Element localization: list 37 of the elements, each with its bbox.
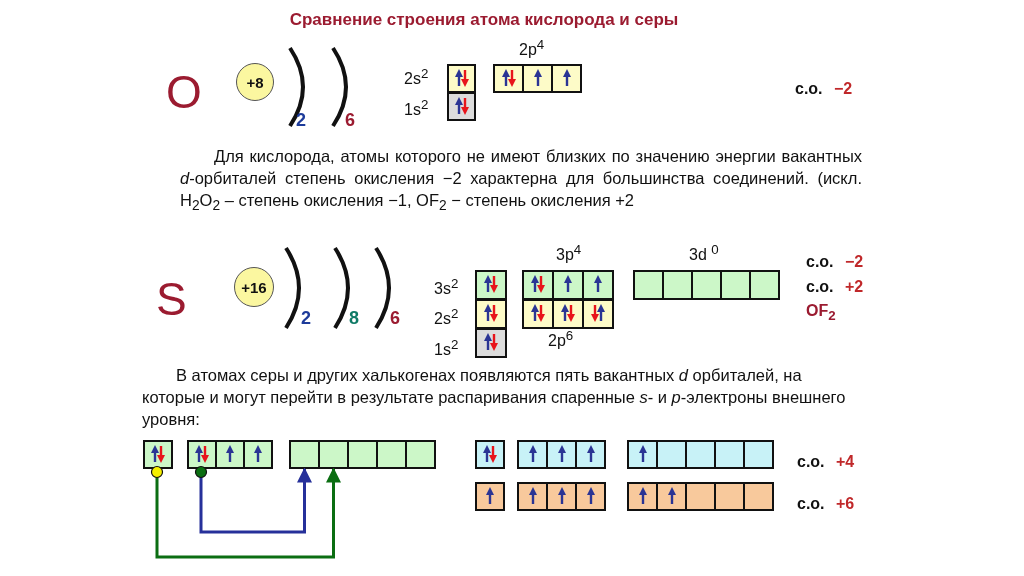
- nucleus-circle: +16: [234, 267, 274, 307]
- text-label: 2s$^{2}$: [434, 306, 459, 329]
- text-label: с.о.: [797, 495, 825, 514]
- paragraph: В атомах серы и других халькогенах появляются пять вакантных d орбиталей, на которые и могут перейти в результате распаривания спаренные s- и p-электроны внешнего уровня:: [142, 365, 847, 430]
- connector-arrow: [155, 467, 341, 559]
- text-label: 2p$^{6}$: [548, 328, 574, 351]
- text-label: 3d $^{0}$: [689, 242, 719, 265]
- title: Сравнение строения атома кислорода и серы: [288, 10, 680, 30]
- nucleus-circle: +8: [236, 63, 274, 101]
- text-label: с.о.: [806, 253, 834, 272]
- shell-number: 2: [301, 308, 311, 329]
- orbital-cell: [289, 440, 320, 469]
- element-symbol: S: [156, 273, 187, 326]
- text-label: OF$_{2}$: [806, 302, 836, 324]
- text-label: 2s$^{2}$: [404, 66, 429, 89]
- text-label: +6: [836, 495, 855, 514]
- orbital-cell: [143, 440, 173, 469]
- text-label: 2p$^{4}$: [519, 37, 545, 60]
- text-label: 1s$^{2}$: [404, 97, 429, 120]
- text-label: +4: [836, 453, 855, 472]
- text-label: 3p$^{4}$: [556, 242, 582, 265]
- text-label: −2: [845, 253, 864, 272]
- shell-number: 8: [349, 308, 359, 329]
- shell-number: 2: [296, 110, 306, 131]
- text-label: с.о.: [797, 453, 825, 472]
- shell-number: 6: [345, 110, 355, 131]
- text-label: −2: [834, 80, 853, 99]
- text-label: 3s$^{2}$: [434, 276, 459, 299]
- connector-arrow: [199, 467, 312, 534]
- text-label: 1s$^{2}$: [434, 337, 459, 360]
- text-label: +2: [845, 278, 864, 297]
- text-label: с.о.: [795, 80, 823, 99]
- paragraph: Для кислорода, атомы которого не имеют близких по значению энергии вакантных d-орбиталей степень окисления −2 характерна для большинства соединений. (искл. H$_{2}$O$_{2}$ – степень окисления −1, OF$_{2}$ − степень окисления +2: [180, 146, 862, 216]
- orbital-cell: [318, 440, 349, 469]
- shell-number: 6: [390, 308, 400, 329]
- element-symbol: O: [166, 66, 202, 119]
- text-label: с.о.: [806, 278, 834, 297]
